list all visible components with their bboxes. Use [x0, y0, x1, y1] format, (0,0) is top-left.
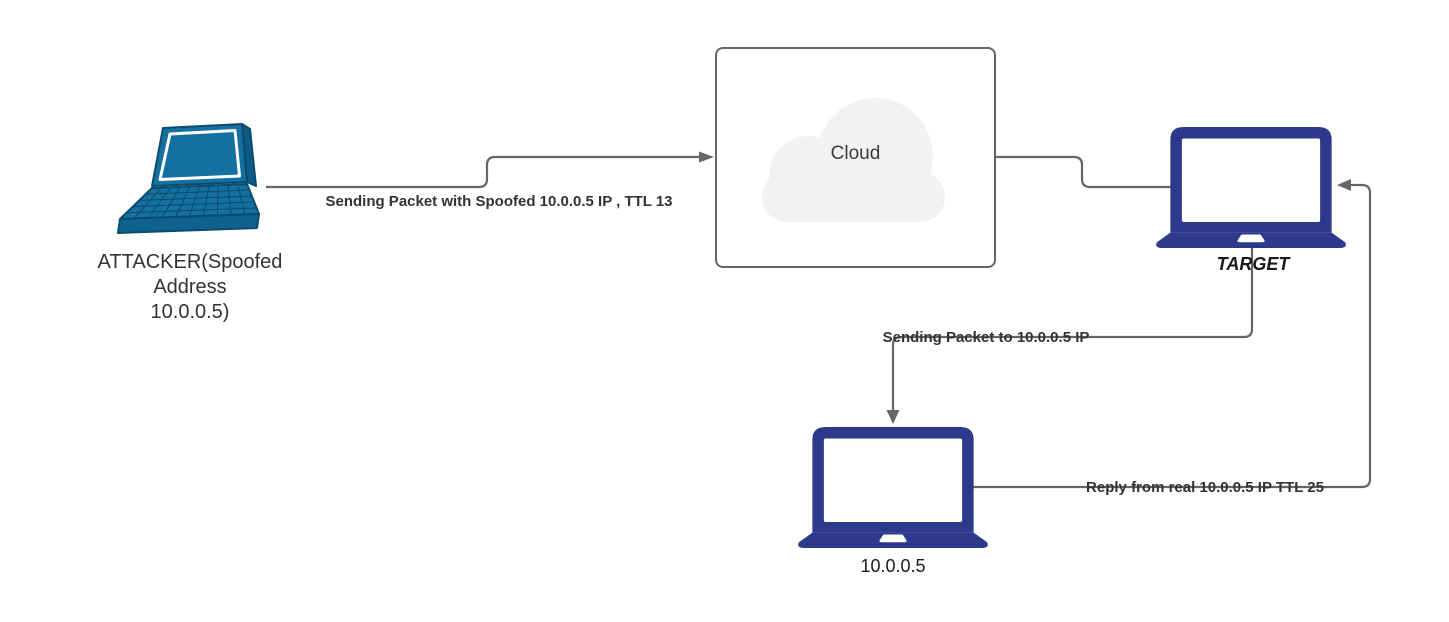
- edge-label-sending-packet: Sending Packet to 10.0.0.5 IP: [882, 329, 1090, 346]
- connector-cloud-to-target: [996, 155, 1171, 189]
- attacker-node: [95, 120, 270, 238]
- connector-attacker-to-cloud: [266, 155, 699, 189]
- laptop-icon: [1156, 127, 1346, 248]
- attacker-label-line-1: ATTACKER(Spoofed: [97, 251, 283, 273]
- arrowhead-into-cloud: [699, 151, 714, 163]
- laptop-perspective-icon: [117, 123, 260, 234]
- attacker-label-line-2: Address: [153, 276, 227, 298]
- realhost-node: [797, 427, 989, 548]
- edge-label-reply: Reply from real 10.0.0.5 IP TTL 25: [1086, 479, 1324, 496]
- attacker-label-line-3: 10.0.0.5): [150, 301, 230, 323]
- cloud-label: Cloud: [830, 143, 881, 164]
- laptop-icon: [798, 427, 988, 548]
- attacker-label: ATTACKER(Spoofed Address 10.0.0.5): [70, 250, 310, 325]
- realhost-label: 10.0.0.5: [860, 556, 926, 576]
- target-label: TARGET: [1216, 254, 1290, 274]
- cloud-node: Cloud: [715, 47, 996, 268]
- cloud-icon: [762, 98, 945, 222]
- target-node: [1155, 127, 1347, 248]
- arrowhead-into-realhost: [886, 410, 900, 424]
- edge-label-spoofed-packet: Sending Packet with Spoofed 10.0.0.5 IP …: [325, 193, 673, 210]
